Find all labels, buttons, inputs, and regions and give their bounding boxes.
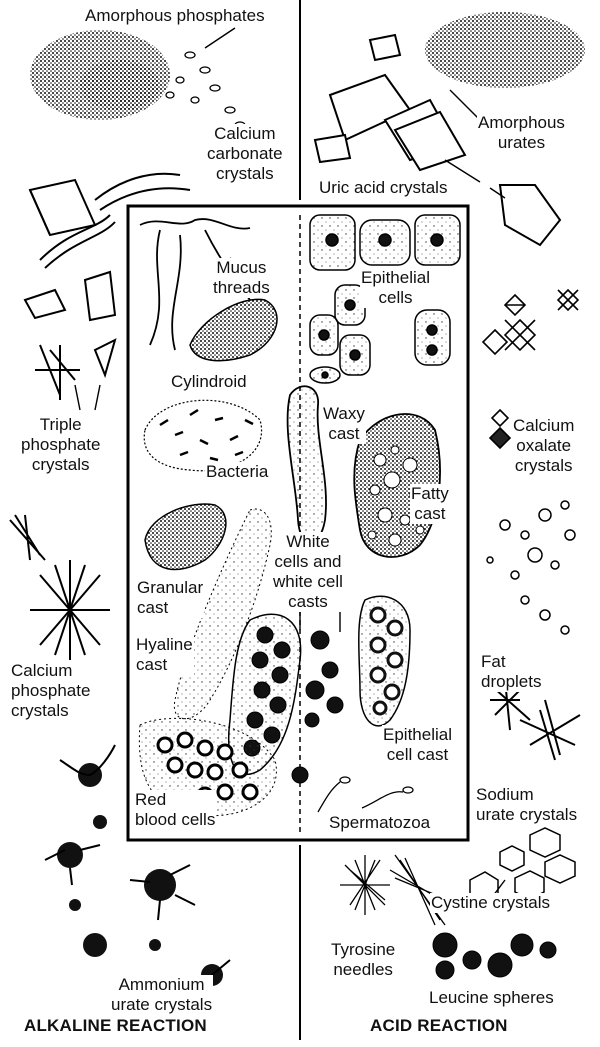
label-cylindroid: Cylindroid [170, 372, 248, 392]
label-cystine-crystals: Cystine crystals [430, 893, 551, 913]
label-fatty-cast: Fatty cast [410, 484, 450, 524]
bacteria-drawing [144, 400, 261, 470]
label-ammonium-urate: Ammonium urate crystals [110, 975, 213, 1015]
leucine-spheres-drawing [433, 933, 556, 979]
cylindroid-drawing [190, 299, 277, 360]
label-epithelial-cells: Epithelial cells [360, 268, 431, 308]
heading-alkaline-reaction: ALKALINE REACTION [24, 1016, 207, 1036]
label-calcium-carbonate: Calcium carbonate crystals [206, 124, 284, 184]
granular-cast-drawing [145, 504, 226, 569]
heading-acid-reaction: ACID REACTION [370, 1016, 508, 1036]
label-amorphous-urates: Amorphous urates [477, 113, 566, 153]
label-calcium-phosphate: Calcium phosphate crystals [10, 661, 91, 721]
sodium-urate-drawing [485, 680, 580, 760]
label-hyaline-cast: Hyaline cast [135, 635, 194, 675]
cystine-crystals-drawing [470, 828, 575, 903]
waxy-cast-drawing [288, 386, 326, 542]
label-fat-droplets: Fat droplets [480, 652, 542, 692]
label-spermatozoa: Spermatozoa [328, 813, 431, 833]
label-sodium-urate: Sodium urate crystals [475, 785, 578, 825]
label-white-cells: White cells and white cell casts [272, 532, 344, 612]
calcium-phosphate-drawing [10, 515, 110, 660]
fat-droplets-drawing [487, 501, 575, 634]
label-triple-phosphate: Triple phosphate crystals [20, 415, 101, 475]
amorphous-phosphates-drawing [30, 28, 235, 120]
triple-phosphate-drawing [25, 174, 190, 400]
label-epithelial-cell-cast: Epithelial cell cast [382, 725, 453, 765]
spermatozoa-drawing [318, 777, 413, 812]
tyrosine-needles-drawing [340, 855, 450, 925]
label-leucine-spheres: Leucine spheres [428, 988, 555, 1008]
label-red-blood-cells: Red blood cells [134, 790, 216, 830]
label-tyrosine-needles: Tyrosine needles [330, 940, 396, 980]
label-amorphous-phosphates: Amorphous phosphates [84, 6, 266, 26]
amorphous-urates-drawing [425, 12, 585, 88]
epithelial-cell-cast-drawing [359, 596, 410, 726]
label-uric-acid-crystals: Uric acid crystals [318, 178, 448, 198]
label-waxy-cast: Waxy cast [322, 404, 366, 444]
label-mucus-threads: Mucus threads [212, 258, 271, 298]
label-granular-cast: Granular cast [136, 578, 204, 618]
label-calcium-oxalate: Calcium oxalate crystals [512, 416, 575, 476]
label-bacteria: Bacteria [205, 462, 269, 482]
